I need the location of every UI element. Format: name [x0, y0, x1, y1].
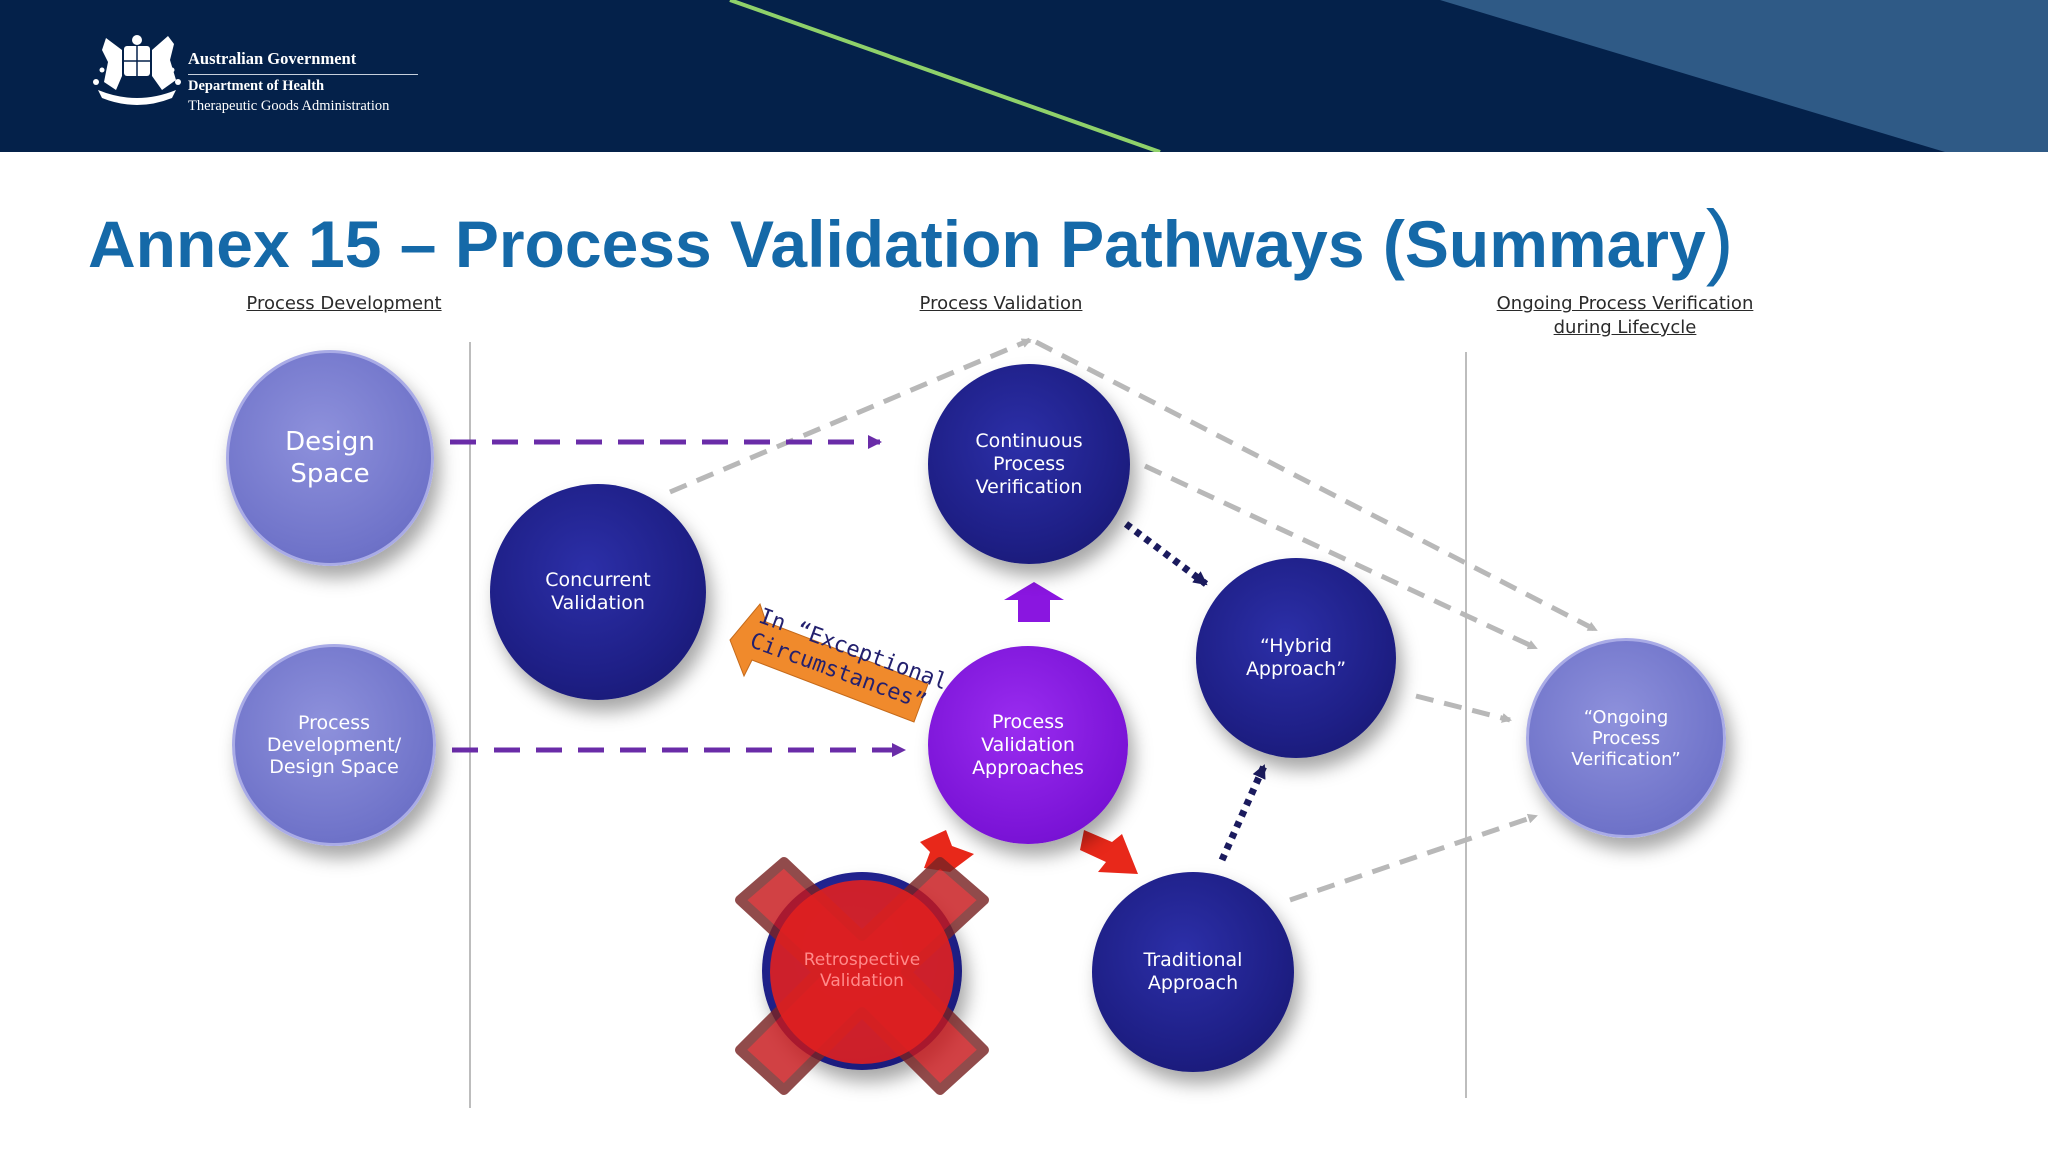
arrow-continuous-to-ongoing: [1143, 463, 1538, 651]
header-banner: Australian Government Department of Heal…: [0, 0, 2048, 152]
arrow-traditional-to-hybrid: [1218, 764, 1268, 862]
department-name: Department of Health: [188, 78, 325, 94]
arrow-concurrent-to-continuous: [669, 337, 1032, 495]
coat-of-arms-icon: [93, 35, 181, 105]
node-continuous-verification: Continuous Process Verification: [928, 364, 1130, 564]
slide-title: Annex 15 – Process Validation Pathways (…: [88, 196, 1734, 282]
arrow-exceptional-to-concurrent: [729, 602, 929, 723]
logo-divider: [188, 74, 418, 75]
slide-title-paren: ): [1705, 193, 1734, 287]
node-process-development: Process Development/ Design Space: [232, 644, 436, 846]
node-traditional-approach: Traditional Approach: [1092, 872, 1294, 1072]
arrow-continuous-to-hybrid: [1123, 521, 1209, 587]
arrow-approaches-to-continuous: [1004, 582, 1064, 622]
arrow-approaches-to-traditional: [1080, 830, 1138, 874]
section-label-development: Process Development: [246, 293, 442, 314]
government-name: Australian Government: [188, 49, 357, 68]
government-logo: Australian Government Department of Heal…: [88, 30, 428, 125]
banner-graphic: [0, 0, 2048, 152]
agency-name: Therapeutic Goods Administration: [188, 98, 390, 114]
node-ongoing-verification: “Ongoing Process Verification”: [1526, 638, 1726, 838]
retrospective-label-overlay: Retrospective Validation: [803, 950, 921, 991]
node-hybrid-approach: “Hybrid Approach”: [1196, 558, 1396, 758]
slide-title-text: Annex 15 – Process Validation Pathways (…: [88, 207, 1706, 281]
arrow-hybrid-to-ongoing: [1415, 693, 1512, 723]
node-concurrent-validation: Concurrent Validation: [490, 484, 706, 700]
arrow-approaches-to-retrospective: [920, 830, 974, 872]
arrow-traditional-to-ongoing: [1289, 813, 1538, 903]
arrow-validation-to-ongoing-top: [1034, 339, 1598, 633]
node-validation-approaches: Process Validation Approaches: [928, 646, 1128, 844]
node-design-space: Design Space: [226, 350, 434, 566]
section-label-ongoing: Ongoing Process Verification during Life…: [1496, 293, 1754, 338]
section-label-validation: Process Validation: [919, 293, 1083, 314]
